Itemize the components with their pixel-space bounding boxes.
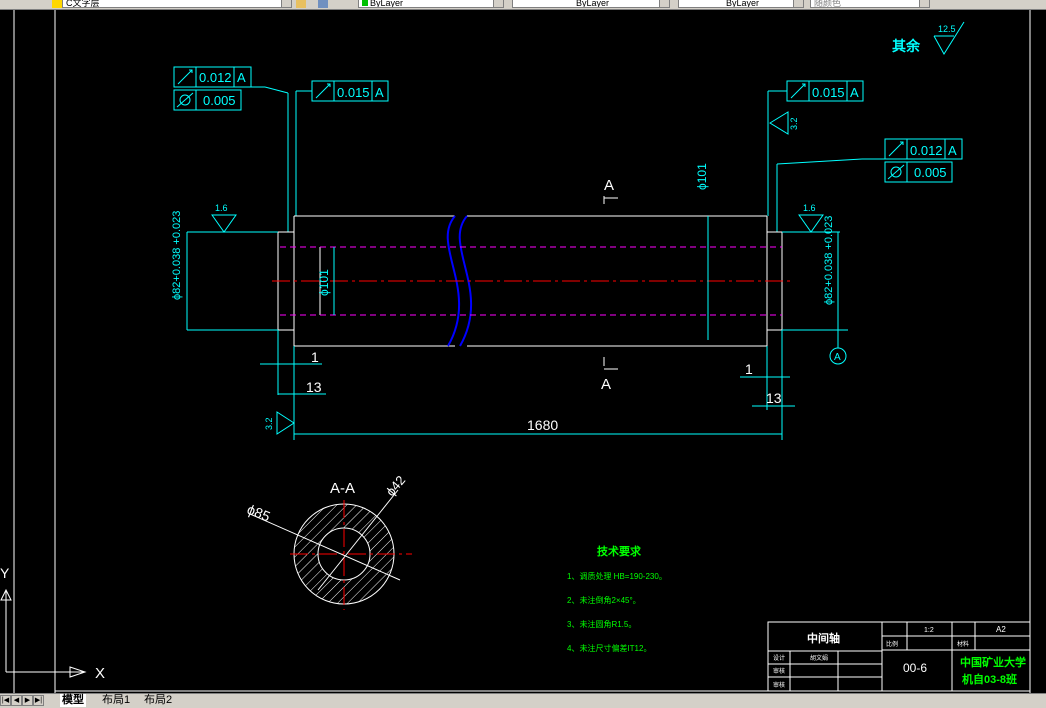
color-swatch-icon bbox=[362, 0, 368, 6]
roughness-rest-value: 12.5 bbox=[938, 24, 956, 34]
class-name: 机自03-8班 bbox=[962, 672, 1017, 686]
next-tab-button[interactable]: ▶ bbox=[22, 695, 33, 706]
lineweight-dropdown[interactable]: ByLayer bbox=[678, 0, 804, 8]
school-name: 中国矿业大学 bbox=[960, 655, 1026, 669]
fcf-right2-datum: A bbox=[948, 143, 957, 158]
scale-label: 比例 bbox=[886, 640, 898, 648]
rough-32-bottom-symbol bbox=[276, 411, 295, 435]
dim-phi85: ϕ85 bbox=[245, 501, 273, 525]
color-dropdown[interactable]: ByLayer bbox=[358, 0, 504, 8]
plotstyle-value: 随颜色 bbox=[814, 0, 842, 8]
dim-phi101-left: ϕ101 bbox=[317, 269, 331, 296]
ucs-x-label: X bbox=[95, 665, 105, 682]
roughness-rest-symbol bbox=[933, 21, 965, 55]
rough-32-top: 3.2 bbox=[789, 117, 799, 130]
layer-manager-icon[interactable] bbox=[296, 0, 306, 8]
chevron-down-icon[interactable] bbox=[659, 0, 669, 7]
properties-toolbar: C文字层 ByLayer ByLayer ByLayer 随颜色 bbox=[0, 0, 1046, 10]
designer-name: 胡文娟 bbox=[810, 654, 828, 662]
notes-item: 2、未注倒角2×45°。 bbox=[567, 595, 641, 605]
section-aa-view bbox=[249, 489, 412, 610]
rough-16-right-symbol bbox=[798, 214, 824, 233]
dim-13-right: 13 bbox=[766, 390, 782, 406]
tab-model[interactable]: 模型 bbox=[60, 694, 86, 707]
notes-item: 1、调质处理 HB=190-230。 bbox=[567, 571, 667, 581]
linetype-dropdown[interactable]: ByLayer bbox=[512, 0, 670, 8]
rough-32-bottom: 3.2 bbox=[264, 417, 274, 430]
drawing-frame bbox=[13, 10, 1031, 693]
title-block bbox=[767, 621, 1031, 692]
datum-a-label: A bbox=[834, 352, 841, 363]
material-label: 材料 bbox=[957, 640, 969, 648]
prev-tab-button[interactable]: ◀ bbox=[11, 695, 22, 706]
scale-value: 1:2 bbox=[924, 627, 934, 634]
section-mark-bottom: A bbox=[601, 376, 611, 393]
shaft-break bbox=[446, 215, 473, 347]
section-mark-top: A bbox=[604, 177, 614, 194]
chevron-down-icon[interactable] bbox=[281, 0, 291, 7]
fcf-right2 bbox=[776, 138, 963, 232]
drawing-number: 00-6 bbox=[903, 661, 927, 675]
section-aa-title: A-A bbox=[330, 480, 355, 497]
linetype-value: ByLayer bbox=[575, 0, 610, 8]
notes-item: 3、未注圆角R1.5。 bbox=[567, 619, 636, 629]
dim-phi82-right: ϕ82+0.038 +0.023 bbox=[823, 216, 835, 305]
checker-label: 审核 bbox=[773, 667, 785, 675]
approver-label: 审核 bbox=[773, 681, 785, 689]
layer-previous-icon[interactable] bbox=[318, 0, 328, 8]
dim-phi101-top: ϕ101 bbox=[695, 163, 709, 190]
dim-1-right: 1 bbox=[745, 361, 753, 377]
ucs-y-label: Y bbox=[0, 565, 10, 581]
textstyle-icon[interactable] bbox=[52, 0, 62, 8]
chevron-down-icon[interactable] bbox=[493, 0, 503, 7]
sheet-size: A2 bbox=[996, 625, 1006, 634]
tab-layout1[interactable]: 布局1 bbox=[102, 694, 131, 706]
ucs-icon bbox=[0, 588, 87, 678]
layout-tab-bar: |◀ ◀ ▶ ▶| 模型 布局1 布局2 bbox=[0, 693, 1046, 708]
fcf-right-runout: 0.015 bbox=[812, 85, 845, 100]
fcf-left-datum: A bbox=[237, 70, 246, 85]
rough-16-right: 1.6 bbox=[803, 203, 816, 213]
fcf-left-runout: 0.012 bbox=[199, 70, 232, 85]
notes-item: 4、未注尺寸偏差IT12。 bbox=[567, 643, 651, 653]
datum-a-symbol bbox=[829, 330, 847, 365]
designer-label: 设计 bbox=[773, 654, 785, 662]
dimension-lines bbox=[186, 216, 848, 440]
fcf-left bbox=[173, 66, 289, 232]
textstyle-value: C文字层 bbox=[66, 0, 100, 8]
rough-16-left: 1.6 bbox=[215, 203, 228, 213]
tab-layout2[interactable]: 布局2 bbox=[144, 694, 173, 706]
notes-title: 技术要求 bbox=[597, 544, 642, 558]
dim-phi42: ϕ42 bbox=[383, 473, 408, 499]
last-tab-button[interactable]: ▶| bbox=[33, 695, 44, 706]
dim-13-left: 13 bbox=[306, 379, 322, 395]
roughness-rest-label: 其余 bbox=[892, 38, 921, 54]
fcf-left2-datum: A bbox=[375, 85, 384, 100]
fcf-right2-cyl: 0.005 bbox=[914, 165, 947, 180]
color-value: ByLayer bbox=[370, 0, 404, 8]
dim-1-left: 1 bbox=[311, 349, 319, 365]
first-tab-button[interactable]: |◀ bbox=[0, 695, 11, 706]
lineweight-value: ByLayer bbox=[725, 0, 760, 8]
textstyle-dropdown[interactable]: C文字层 bbox=[62, 0, 292, 8]
center-lines bbox=[272, 246, 790, 316]
rough-16-left-symbol bbox=[211, 214, 237, 233]
plotstyle-dropdown[interactable]: 随颜色 bbox=[810, 0, 930, 8]
drawing-canvas[interactable]: Y X 其余 12.5 0.012 A 0.005 0.015 A bbox=[0, 10, 1046, 693]
fcf-right2-runout: 0.012 bbox=[910, 143, 943, 158]
fcf-left-cyl: 0.005 bbox=[203, 93, 236, 108]
dim-1680: 1680 bbox=[527, 417, 558, 433]
fcf-left2-runout: 0.015 bbox=[337, 85, 370, 100]
chevron-down-icon[interactable] bbox=[919, 0, 929, 7]
fcf-right bbox=[767, 80, 864, 216]
section-arrow-top bbox=[603, 196, 618, 204]
fcf-right-datum: A bbox=[850, 85, 859, 100]
chevron-down-icon[interactable] bbox=[793, 0, 803, 7]
dim-phi82-left: ϕ82+0.038 +0.023 bbox=[171, 211, 183, 300]
part-name: 中间轴 bbox=[807, 631, 840, 645]
section-arrow-bottom bbox=[603, 357, 618, 370]
fcf-left2 bbox=[295, 80, 389, 216]
